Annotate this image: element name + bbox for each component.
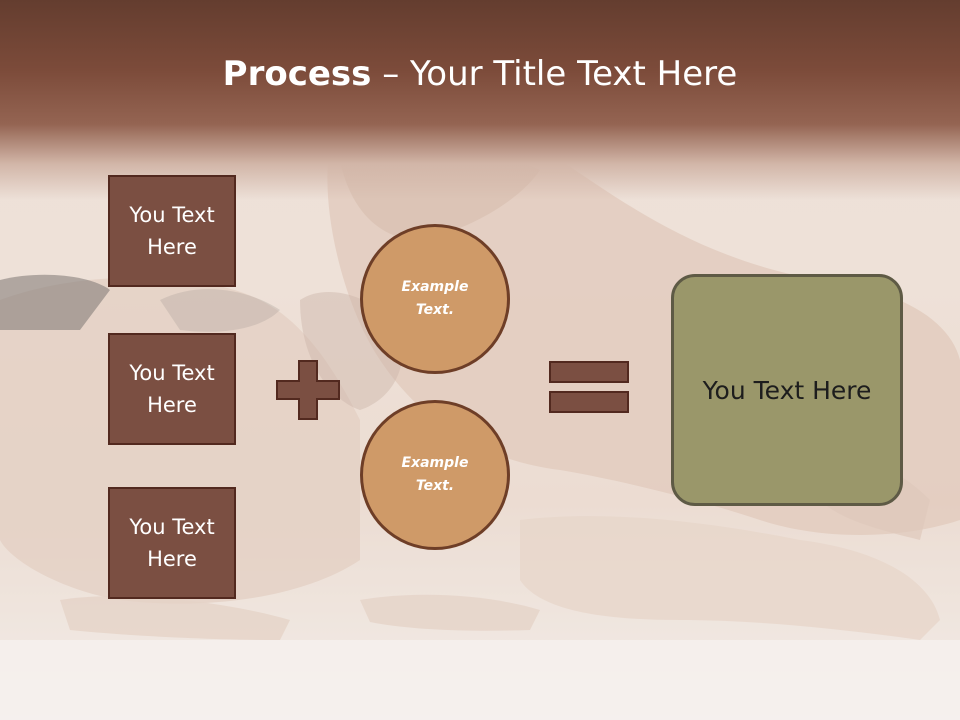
result-box[interactable]: You Text Here — [671, 274, 903, 506]
plus-icon — [276, 360, 340, 420]
equals-icon — [549, 361, 629, 413]
title-bold: Process — [222, 54, 372, 94]
example-circle-1-line2: Text. — [415, 302, 455, 318]
text-box-1-line2: Here — [147, 235, 197, 259]
text-box-2-line2: Here — [147, 393, 197, 417]
header-band — [0, 0, 960, 200]
example-circle-1-line1: Example — [401, 279, 469, 295]
title-dash: – — [371, 54, 411, 94]
example-circle-2-line1: Example — [401, 455, 469, 471]
text-box-3-line1: You Text — [129, 515, 215, 539]
text-box-2-line1: You Text — [129, 361, 215, 385]
title-rest: Your Title Text Here — [410, 54, 738, 94]
example-circle-2-line2: Text. — [415, 478, 455, 494]
slide-title[interactable]: Process – Your Title Text Here — [0, 52, 960, 96]
text-box-3-line2: Here — [147, 547, 197, 571]
result-label: You Text Here — [702, 375, 872, 405]
text-box-1-line1: You Text — [129, 203, 215, 227]
